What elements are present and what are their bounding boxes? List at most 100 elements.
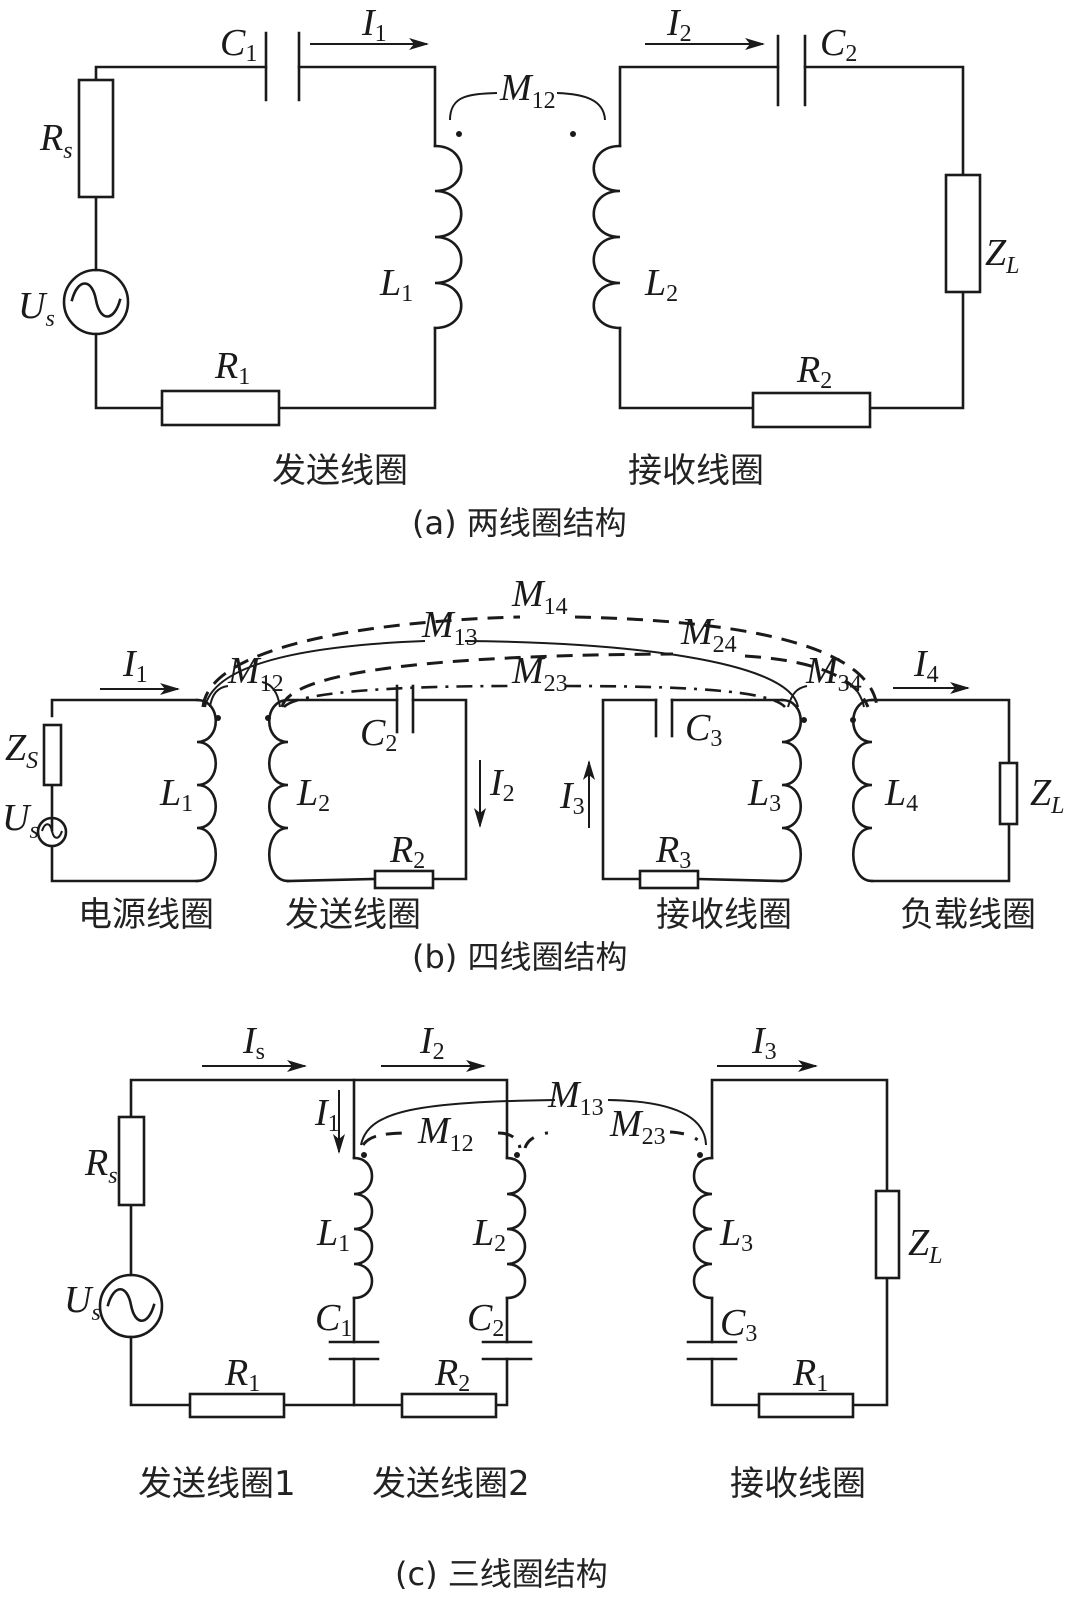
label-l1: L1 xyxy=(316,1212,350,1257)
mutual-arc-m12 xyxy=(209,685,229,708)
mutual-arc-m13 xyxy=(204,640,426,708)
inductor-l1 xyxy=(433,144,463,330)
label-r1-receive: R1 xyxy=(792,1352,828,1397)
wire xyxy=(94,65,268,82)
label-r2: R2 xyxy=(434,1352,470,1397)
wire xyxy=(411,698,468,881)
label-l2: L2 xyxy=(472,1212,506,1257)
label-c2: C2 xyxy=(820,22,857,67)
mutual-arc-m23 xyxy=(283,684,511,709)
ac-source-us xyxy=(98,1273,164,1339)
wire xyxy=(696,877,784,883)
wire xyxy=(129,1335,192,1407)
label-zl: ZL xyxy=(908,1222,943,1269)
mutual-arc-m24 xyxy=(744,654,870,708)
label-i4: I4 xyxy=(913,643,939,688)
mutual-arc-m12 xyxy=(261,681,281,708)
inductor-l2 xyxy=(267,698,290,883)
label-r1: R1 xyxy=(224,1352,260,1397)
label-r2: R2 xyxy=(389,829,425,874)
label-load-coil: 负载线圈 xyxy=(900,895,1036,935)
label-l4: L4 xyxy=(884,772,918,817)
wire xyxy=(618,326,755,410)
mutual-arc-m12 xyxy=(361,1131,411,1146)
impedance-zl xyxy=(998,761,1019,826)
label-m23: M23 xyxy=(609,1103,666,1150)
diagram-b-four-coil xyxy=(36,615,1019,890)
caption-a: (a) 两线圈结构 xyxy=(412,504,627,542)
label-is: Is xyxy=(242,1020,265,1065)
label-m34: M34 xyxy=(805,650,862,697)
label-i1: I1 xyxy=(361,2,387,47)
label-r2: R2 xyxy=(796,349,832,394)
wire xyxy=(803,65,965,177)
resistor-r2 xyxy=(400,1392,498,1419)
capacitor-c2 xyxy=(481,1340,533,1361)
label-zl: ZL xyxy=(1030,772,1065,819)
label-i1: I1 xyxy=(314,1092,340,1137)
mutual-arc-m23 xyxy=(564,684,786,708)
polarity-dot xyxy=(265,715,271,721)
ac-source-us xyxy=(62,268,130,336)
wire xyxy=(277,326,437,410)
capacitor-c2 xyxy=(776,34,807,107)
capacitor-c3 xyxy=(686,1340,738,1361)
label-r3: R3 xyxy=(655,829,691,874)
label-i2: I2 xyxy=(489,762,515,807)
resistor-rs xyxy=(77,78,115,199)
label-zs: ZS xyxy=(5,727,38,774)
mutual-arc-m12 xyxy=(449,92,498,121)
mutual-arc-m14 xyxy=(201,615,521,708)
label-rs: Rs xyxy=(84,1142,118,1189)
wire xyxy=(94,332,164,410)
wire xyxy=(50,846,199,883)
label-c2: C2 xyxy=(467,1297,504,1342)
label-transmit-coil: 发送线圈 xyxy=(272,451,408,491)
inductor-l4 xyxy=(851,698,874,883)
wire xyxy=(286,877,377,883)
wire xyxy=(297,65,437,148)
label-m14: M14 xyxy=(511,573,568,620)
label-m24: M24 xyxy=(680,611,737,658)
label-m12: M12 xyxy=(227,650,284,697)
wire xyxy=(710,1357,761,1407)
label-transmit-coil: 发送线圈 xyxy=(285,895,421,935)
label-c3: C3 xyxy=(685,707,722,752)
mutual-arc-m12 xyxy=(497,1131,522,1149)
label-receive-coil: 接收线圈 xyxy=(628,451,764,491)
inductor-l1 xyxy=(195,698,218,883)
polarity-dot xyxy=(850,717,856,723)
label-i3: I3 xyxy=(751,1020,777,1065)
mutual-arc-m24 xyxy=(280,652,674,708)
polarity-dot xyxy=(697,1152,703,1158)
mutual-arc-m13 xyxy=(464,640,799,708)
label-m13: M13 xyxy=(421,604,478,651)
polarity-dot xyxy=(514,1152,520,1158)
label-l1: L1 xyxy=(159,772,193,817)
resistor-r3 xyxy=(638,869,700,890)
mutual-arc-m12 xyxy=(556,92,606,121)
wire xyxy=(710,1078,889,1193)
polarity-dot xyxy=(456,131,462,137)
label-c1: C1 xyxy=(220,22,257,67)
resistor-r2 xyxy=(751,391,872,429)
label-transmit-coil-1: 发送线圈1 xyxy=(138,1464,296,1504)
impedance-zl xyxy=(874,1189,901,1280)
inductor-l2 xyxy=(505,1156,527,1300)
inductor-l2 xyxy=(592,144,622,330)
resistor-r2 xyxy=(373,869,435,890)
caption-b: (b) 四线圈结构 xyxy=(412,938,627,976)
label-zl: ZL xyxy=(985,232,1020,279)
wire xyxy=(870,822,1011,883)
label-rs: Rs xyxy=(39,117,73,164)
impedance-zl xyxy=(944,173,982,294)
inductor-l3 xyxy=(780,698,803,883)
label-us: Us xyxy=(2,797,39,844)
resistor-rs xyxy=(117,1115,146,1207)
label-l2: L2 xyxy=(644,262,678,307)
label-c3: C3 xyxy=(720,1302,757,1347)
label-r1: R1 xyxy=(214,345,250,390)
label-transmit-coil-2: 发送线圈2 xyxy=(372,1464,530,1504)
label-receive-coil: 接收线圈 xyxy=(656,895,792,935)
